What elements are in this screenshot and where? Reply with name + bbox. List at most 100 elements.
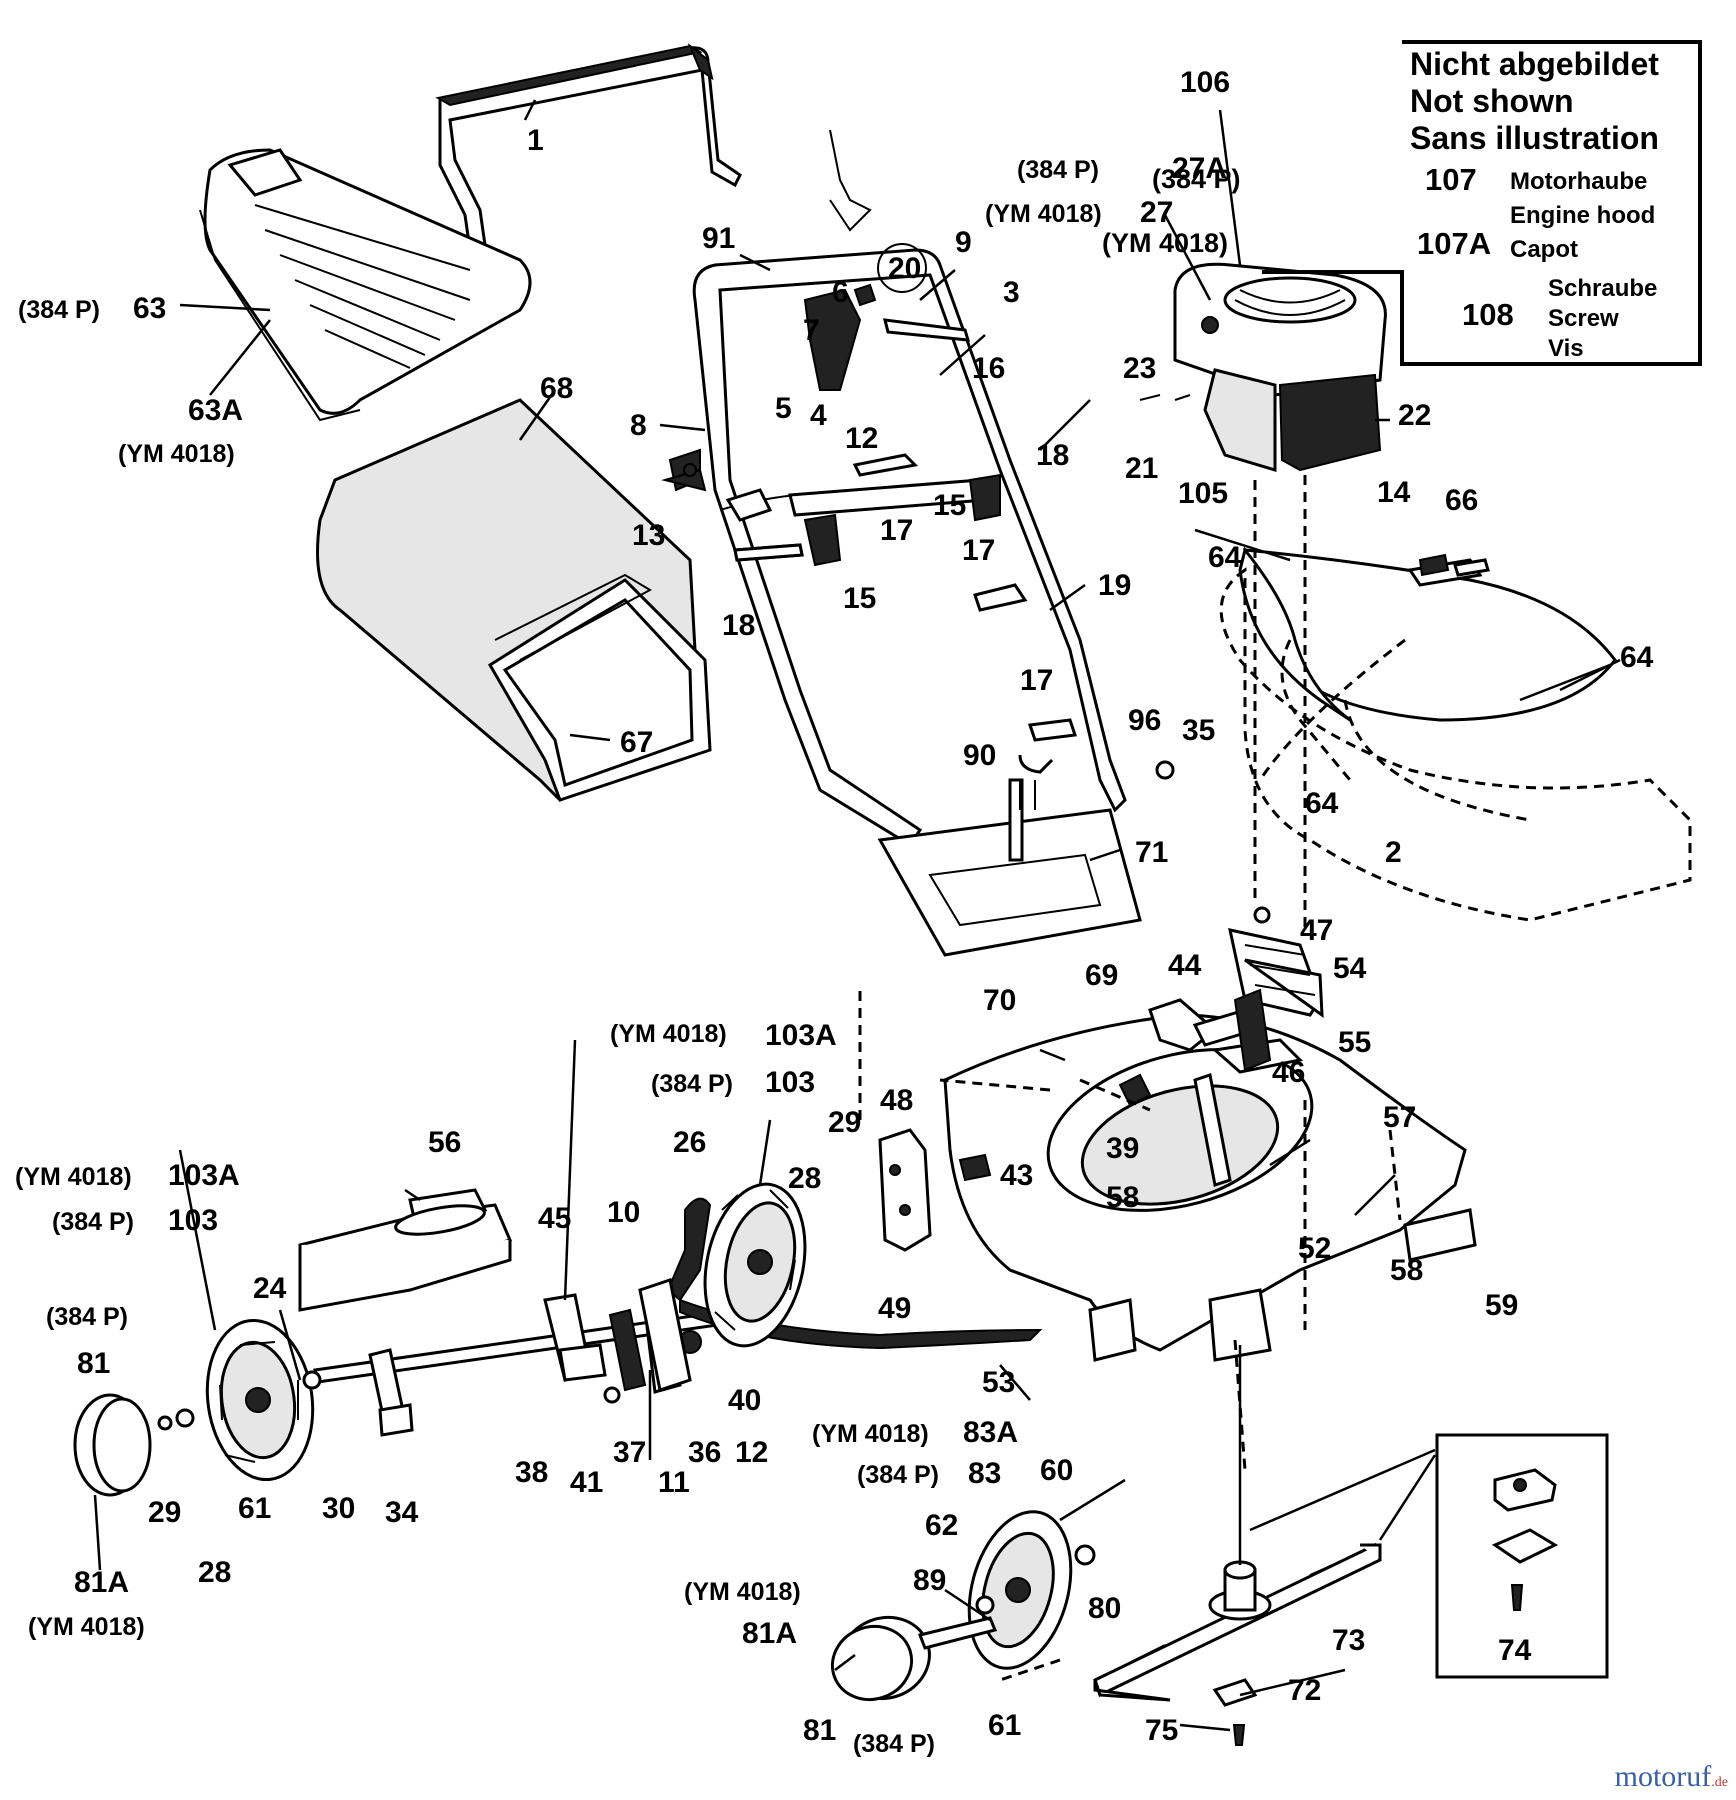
part-label-p75: 75 [1145, 1714, 1178, 1747]
part-label-p71: 71 [1135, 836, 1168, 869]
part-label-p15a: 15 [933, 489, 966, 522]
part-label-p81cm: (384 P) [853, 1730, 935, 1758]
part-label-p5: 5 [775, 392, 792, 425]
part-label-p81: 81 [77, 1347, 110, 1380]
part-label-p9: 9 [955, 226, 972, 259]
blade-adapter-box [1435, 1433, 1609, 1679]
part-label-p27a: 27A [1172, 152, 1227, 185]
part-label-p63: 63 [133, 292, 166, 325]
part-label-p64a: 64 [1208, 541, 1242, 574]
not-shown-legend: Nicht abgebildet Not shown Sans illustra… [1102, 40, 1702, 366]
part-label-p24: 24 [253, 1272, 287, 1305]
part-label-p103: 103 [765, 1066, 815, 1099]
part-label-p13: 13 [632, 519, 665, 552]
part-label-p11: 11 [658, 1466, 690, 1499]
part-label-p37: 37 [613, 1436, 646, 1469]
part-label-p4: 4 [810, 399, 827, 432]
part-label-p29b: 29 [148, 1496, 181, 1529]
part-label-p58b: 58 [1390, 1254, 1423, 1287]
part-label-p18b: 18 [722, 609, 755, 642]
legend-row-3-desc-fr: Vis [1548, 335, 1584, 362]
part-label-p49: 49 [878, 1292, 911, 1325]
part-label-p72: 72 [1288, 1674, 1321, 1707]
mower-deck [943, 1013, 1477, 1362]
part-label-p69: 69 [1085, 959, 1118, 992]
legend-row-1-number: 107 [1425, 162, 1477, 197]
part-label-p39: 39 [1106, 1132, 1139, 1165]
part-label-p7: 7 [803, 314, 820, 347]
part-label-p17c: 17 [1020, 664, 1053, 697]
part-label-p15b: 15 [843, 582, 876, 615]
part-label-p8: 8 [630, 409, 647, 442]
part-label-p40: 40 [728, 1384, 761, 1417]
part-label-p12a: 12 [845, 422, 878, 455]
watermark-brand: motoruf [1614, 1760, 1712, 1793]
part-label-p17b: 17 [962, 534, 995, 567]
blade [1093, 1345, 1382, 1746]
part-label-p41: 41 [570, 1466, 603, 1499]
front-wheel [917, 1510, 1096, 1670]
handle-fittings [661, 129, 1175, 810]
deck-shroud [1219, 546, 1692, 922]
part-label-p61b: 61 [988, 1709, 1021, 1742]
part-label-p3: 3 [1003, 276, 1020, 309]
part-label-p90: 90 [963, 739, 996, 772]
part-label-p83a: 83A [963, 1416, 1018, 1449]
part-label-p63a: 63A [188, 394, 243, 427]
part-label-p64c: 64 [1305, 787, 1339, 820]
part-label-p103am: (YM 4018) [610, 1020, 727, 1048]
wheel-cap-left [73, 1393, 152, 1497]
part-label-p63am: (YM 4018) [118, 440, 235, 468]
part-label-p56: 56 [428, 1126, 461, 1159]
part-label-p106: 106 [1180, 66, 1230, 99]
part-label-p44: 44 [1168, 949, 1202, 982]
part-label-p28b: 28 [198, 1556, 231, 1589]
part-label-p52: 52 [1298, 1232, 1331, 1265]
part-label-p1: 1 [527, 124, 544, 157]
legend-row-2-desc-fr: Capot [1510, 236, 1578, 263]
part-label-p55: 55 [1338, 1026, 1371, 1059]
rear-wheel-right [703, 1182, 807, 1348]
part-label-p28a: 28 [788, 1162, 821, 1195]
part-label-p2: 2 [1385, 836, 1402, 869]
legend-row-3-desc-en: Screw [1548, 305, 1619, 332]
part-label-p53: 53 [982, 1366, 1015, 1399]
part-label-p20: 20 [888, 252, 921, 285]
part-label-p103a: 103A [765, 1019, 837, 1052]
part-label-p70: 70 [983, 984, 1016, 1017]
legend-heading-en: Not shown [1410, 83, 1574, 119]
part-label-p38: 38 [515, 1456, 548, 1489]
part-label-p61a: 61 [238, 1492, 271, 1525]
part-label-p22: 22 [1398, 399, 1431, 432]
part-label-p63m: (384 P) [18, 296, 100, 324]
part-label-p17a: 17 [880, 514, 913, 547]
part-label-p30: 30 [322, 1492, 355, 1525]
part-label-p27am: (384 P) [1017, 156, 1099, 184]
part-label-p29a: 29 [828, 1106, 861, 1139]
part-label-p21: 21 [1125, 452, 1158, 485]
handle-panel [877, 778, 1142, 957]
part-label-p66: 66 [1445, 484, 1478, 517]
engine [1139, 262, 1387, 473]
part-label-p103bm: (YM 4018) [15, 1163, 132, 1191]
watermark: motoruf.de [1615, 1760, 1728, 1794]
part-label-p27m: (YM 4018) [985, 200, 1102, 228]
part-label-p80: 80 [1088, 1592, 1121, 1625]
legend-row-3-number: 108 [1462, 297, 1514, 332]
part-label-p18a: 18 [1036, 439, 1069, 472]
part-label-p91: 91 [702, 222, 735, 255]
legend-row-2-model: (YM 4018) [1102, 228, 1229, 258]
part-label-p89: 89 [913, 1564, 946, 1597]
part-label-p27: 27 [1140, 196, 1173, 229]
part-label-p68: 68 [540, 372, 573, 405]
part-label-p43: 43 [1000, 1159, 1033, 1192]
part-label-p10: 10 [607, 1196, 640, 1229]
part-label-p16: 16 [972, 352, 1005, 385]
part-label-p54: 54 [1333, 952, 1367, 985]
part-label-p81bm: (YM 4018) [684, 1578, 801, 1606]
part-label-p34: 34 [385, 1496, 419, 1529]
upper-handle-bar [435, 42, 742, 260]
part-label-p60: 60 [1040, 1454, 1073, 1487]
part-label-p57: 57 [1383, 1101, 1416, 1134]
part-label-p81am: (YM 4018) [28, 1613, 145, 1641]
